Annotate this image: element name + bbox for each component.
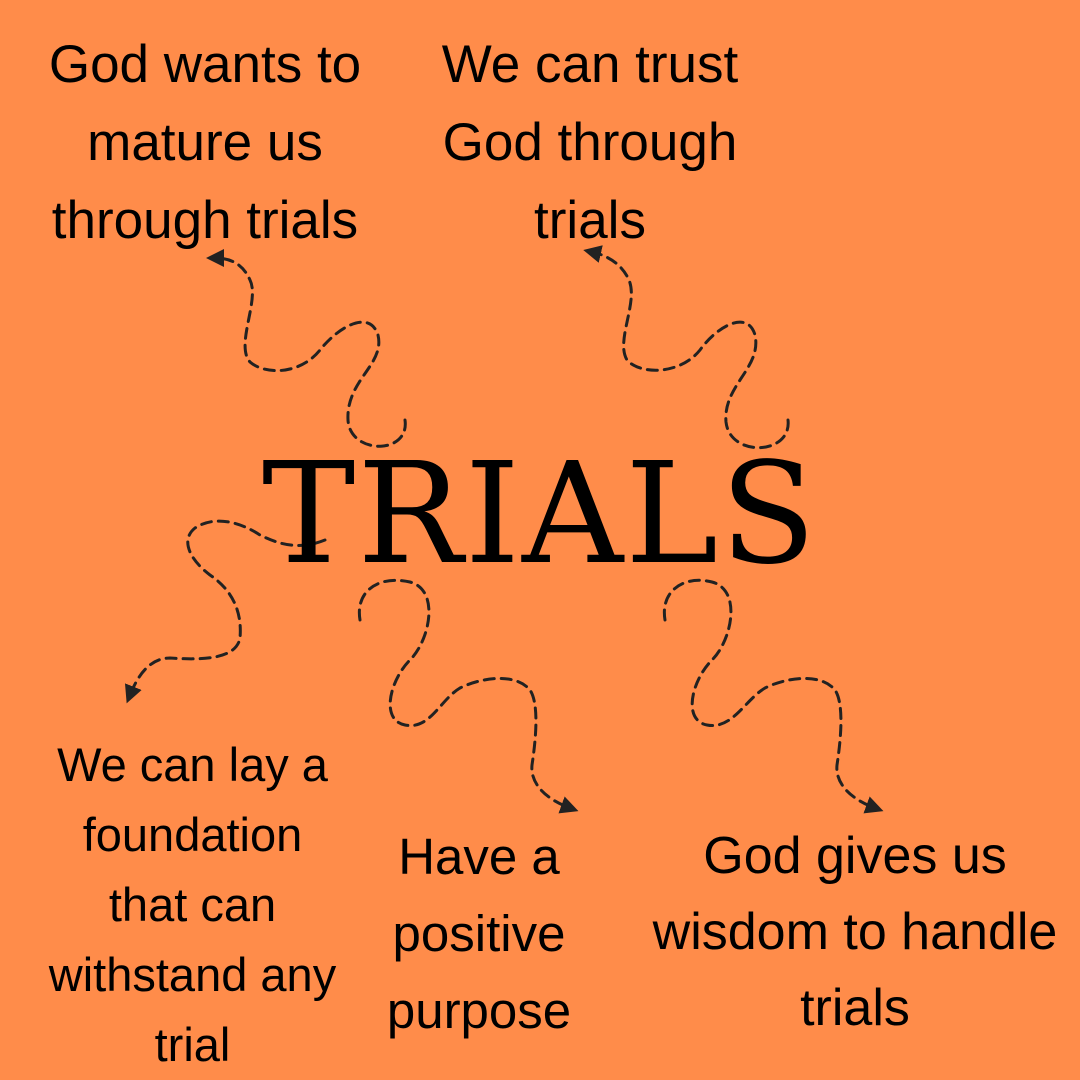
node-text-line: withstand any xyxy=(48,948,337,1001)
connector-to-wisdom xyxy=(662,578,884,814)
node-text-line: wisdom to handle xyxy=(652,903,1058,961)
node-text-line: through trials xyxy=(51,191,359,250)
node-wisdom-to-handle-trials: God gives us wisdom to handle trials xyxy=(630,818,1080,1046)
node-text-line: We can trust xyxy=(441,35,739,94)
connector-to-positive-purpose xyxy=(357,578,579,814)
node-text-line: trials xyxy=(800,979,910,1037)
node-trust-god-through-trials: We can trust God through trials xyxy=(420,26,760,260)
node-text-line: foundation xyxy=(82,808,303,861)
node-mature-through-trials: God wants to mature us through trials xyxy=(20,26,390,260)
node-text-line: mature us xyxy=(87,113,323,172)
node-text-line: God through xyxy=(442,113,738,172)
central-topic-title: TRIALS xyxy=(261,433,819,596)
node-text-line: God wants to xyxy=(48,35,362,94)
node-text-line: purpose xyxy=(386,982,572,1039)
node-text-line: positive xyxy=(392,905,566,962)
node-text-line: trial xyxy=(154,1018,231,1071)
node-text-line: We can lay a xyxy=(57,738,328,791)
connector-to-foundation xyxy=(124,519,327,704)
connector-to-trust-god xyxy=(583,245,790,450)
node-positive-purpose: Have a positive purpose xyxy=(360,818,598,1049)
node-text-line: Have a xyxy=(398,828,560,885)
node-text-line: that can xyxy=(108,878,277,931)
node-lay-a-foundation: We can lay a foundation that can withsta… xyxy=(20,730,365,1080)
node-text-line: God gives us xyxy=(703,827,1007,885)
connector-to-mature-us xyxy=(206,249,407,448)
node-text-line: trials xyxy=(534,191,646,250)
